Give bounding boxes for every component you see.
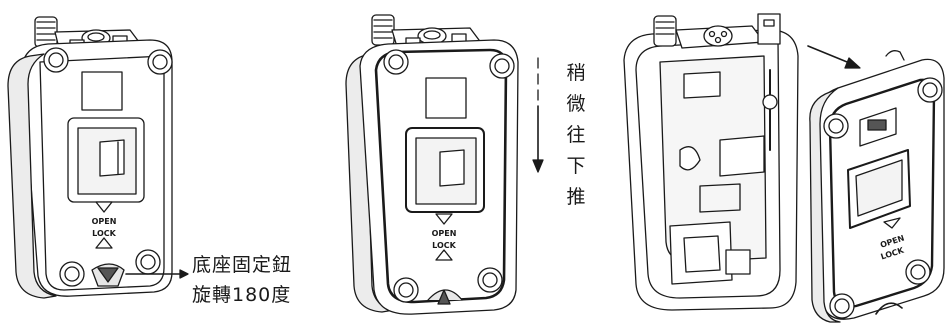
device-step3-open [623,13,861,311]
caption-rotate-knob: 底座固定鈕 旋轉180度 [192,251,292,311]
rotate-knob-icon [91,263,125,287]
open-label: OPEN [432,229,457,238]
caption-char: 推 [566,186,586,208]
caption-push-down: 稍 微 往 下 推 [563,58,589,213]
diagonal-arrow-icon [807,45,861,69]
lock-label: LOCK [92,229,116,238]
front-cover-removed: OPEN LOCK [809,50,945,323]
lock-label: LOCK [432,241,456,250]
device-step2: OPEN LOCK [345,14,544,315]
caption-char: 下 [566,155,586,177]
caption-char: 微 [566,93,586,115]
device-step1: OPEN LOCK [7,16,189,299]
caption-char: 稍 [566,62,586,84]
caption-line-2: 旋轉180度 [192,284,292,306]
caption-char: 往 [566,124,586,146]
open-label: OPEN [92,217,117,226]
caption-line-1: 底座固定鈕 [192,254,293,276]
down-arrow-icon [532,57,544,173]
